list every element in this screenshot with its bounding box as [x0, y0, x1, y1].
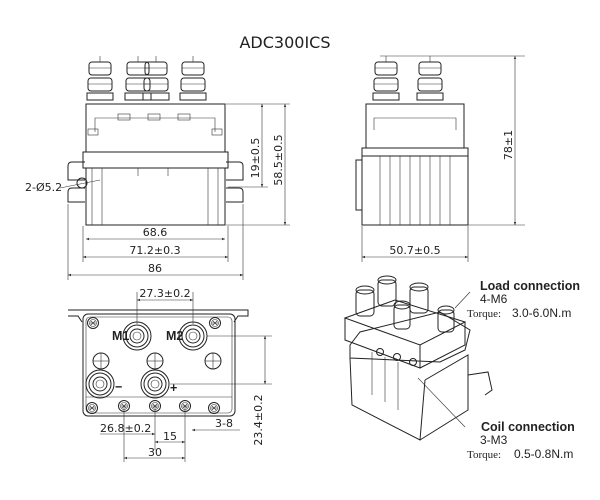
- dim-band-width: 71.2±0.3: [129, 244, 180, 257]
- dim-side-width: 50.7±0.5: [389, 244, 440, 257]
- dim-total-width: 86: [148, 262, 162, 275]
- dim-total-height: 58.5±0.5: [272, 134, 285, 185]
- hole-dimension: 2-Ø5.2: [25, 181, 62, 194]
- terminal-m2-label: M2: [166, 329, 183, 343]
- load-torque-label: Torque:: [467, 308, 501, 320]
- load-connection-annotation: Load connection 4-M6 Torque: 3.0-6.0N.m: [467, 279, 580, 320]
- drawing-title: ADC300ICS: [239, 33, 330, 52]
- dim-m-spacing: 27.3±0.2: [139, 287, 190, 300]
- coil-torque-label: Torque:: [467, 449, 501, 461]
- dim-vertical: 23.4±0.2: [252, 394, 265, 445]
- dim-coil-span: 30: [148, 446, 162, 459]
- isometric-view: [343, 275, 493, 441]
- terminal-m1-label: M1: [112, 329, 129, 343]
- dim-side-height: 78±1: [502, 130, 515, 160]
- coil-connection-annotation: Coil connection 3-M3 Torque: 0.5-0.8N.m: [467, 420, 575, 461]
- terminal-minus-label: −: [115, 380, 122, 394]
- dim-coil-count: 3-8: [215, 417, 233, 430]
- bottom-view: M1 M2 − + 27.3±0.2 26.8±0.2 15 30 3-8 23…: [68, 287, 272, 462]
- front-view: 2-Ø5.2 68.6 71.2±0.3 86 19±0.5 58.5±0.5: [25, 55, 290, 280]
- load-spec: 4-M6: [480, 292, 508, 306]
- coil-torque-value: 0.5-0.8N.m: [514, 447, 573, 461]
- load-title: Load connection: [480, 279, 580, 293]
- side-view: 78±1 50.7±0.5: [355, 55, 525, 262]
- dim-top-height: 19±0.5: [249, 138, 262, 179]
- load-torque-value: 3.0-6.0N.m: [512, 306, 571, 320]
- coil-title: Coil connection: [481, 420, 575, 434]
- dim-left-offset: 26.8±0.2: [100, 422, 151, 435]
- coil-spec: 3-M3: [480, 433, 508, 447]
- terminal-studs: [355, 275, 455, 333]
- dim-coil-pitch: 15: [163, 430, 177, 443]
- dim-body-width: 68.6: [143, 226, 168, 239]
- terminal-plus-label: +: [170, 381, 177, 395]
